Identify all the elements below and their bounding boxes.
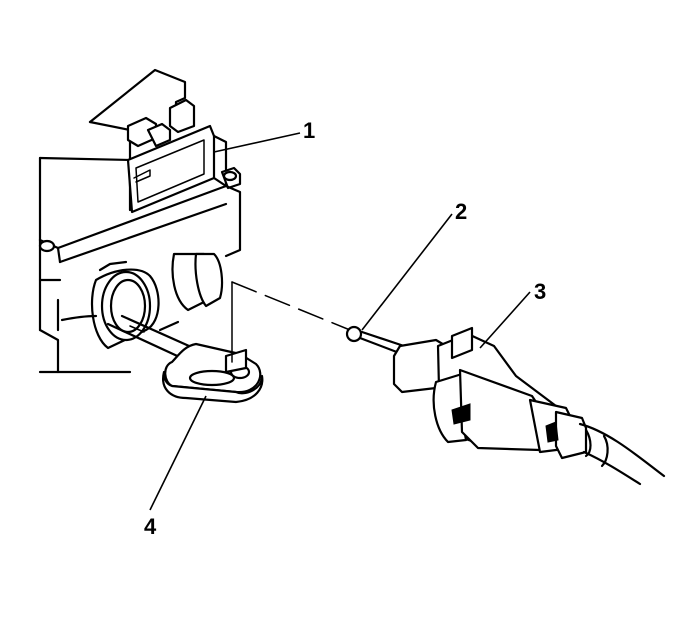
callout-2: 2 xyxy=(455,199,468,224)
callout-3: 3 xyxy=(534,279,547,304)
shift-cable-connector xyxy=(392,326,666,486)
leader-3 xyxy=(479,291,531,349)
transmission-housing xyxy=(38,68,242,374)
cable-end-ball xyxy=(345,325,406,356)
callout-4: 4 xyxy=(144,514,157,539)
shift-lever xyxy=(106,314,264,404)
leader-4 xyxy=(149,395,207,511)
leader-1 xyxy=(213,132,301,153)
callout-1: 1 xyxy=(303,118,316,143)
alignment-guide xyxy=(231,281,351,363)
leader-2 xyxy=(361,213,453,331)
leader-lines xyxy=(149,132,531,511)
